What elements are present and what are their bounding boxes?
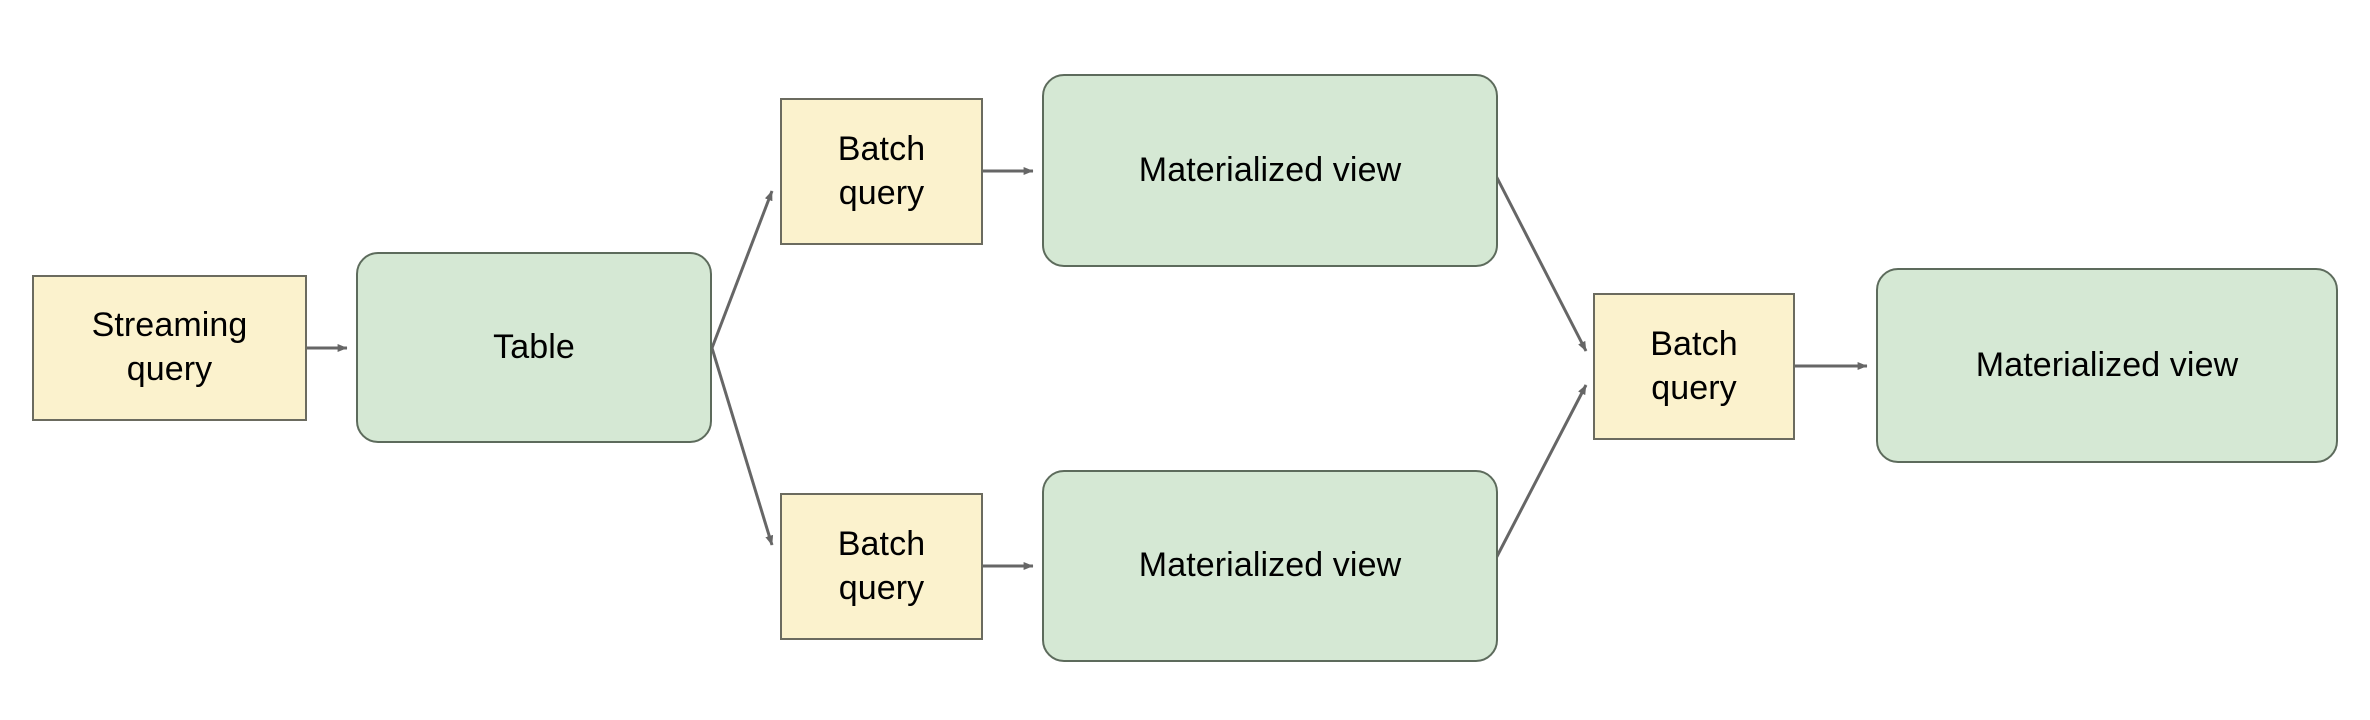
node-label-materialized-view-bottom: Materialized view [1138, 546, 1402, 585]
node-label-materialized-view-final: Materialized view [1975, 345, 2239, 384]
node-label-table: Table [493, 327, 575, 366]
node-batch-query-top[interactable]: Batch query [780, 98, 983, 245]
node-label-batch-query-bottom: Batch query [837, 524, 926, 607]
node-materialized-view-top[interactable]: Materialized view [1042, 74, 1498, 267]
node-label-batch-query-top: Batch query [837, 129, 926, 212]
node-label-materialized-view-top: Materialized view [1138, 150, 1402, 189]
edge-mv-bottom-to-batch-join [1490, 384, 1588, 567]
node-label-streaming-query: Streaming query [91, 306, 248, 388]
node-batch-query-bottom[interactable]: Batch query [780, 493, 983, 640]
edge-table-to-batch-bottom [710, 347, 774, 546]
node-materialized-view-bottom[interactable]: Materialized view [1042, 470, 1498, 662]
node-materialized-view-final[interactable]: Materialized view [1876, 268, 2338, 463]
node-table[interactable]: Table [356, 252, 712, 443]
node-label-batch-query-join: Batch query [1650, 324, 1738, 407]
node-streaming-query[interactable]: Streaming query [32, 275, 307, 421]
edge-mv-top-to-batch-join [1490, 167, 1588, 352]
edge-table-to-batch-top [710, 190, 774, 349]
node-batch-query-join[interactable]: Batch query [1593, 293, 1795, 440]
